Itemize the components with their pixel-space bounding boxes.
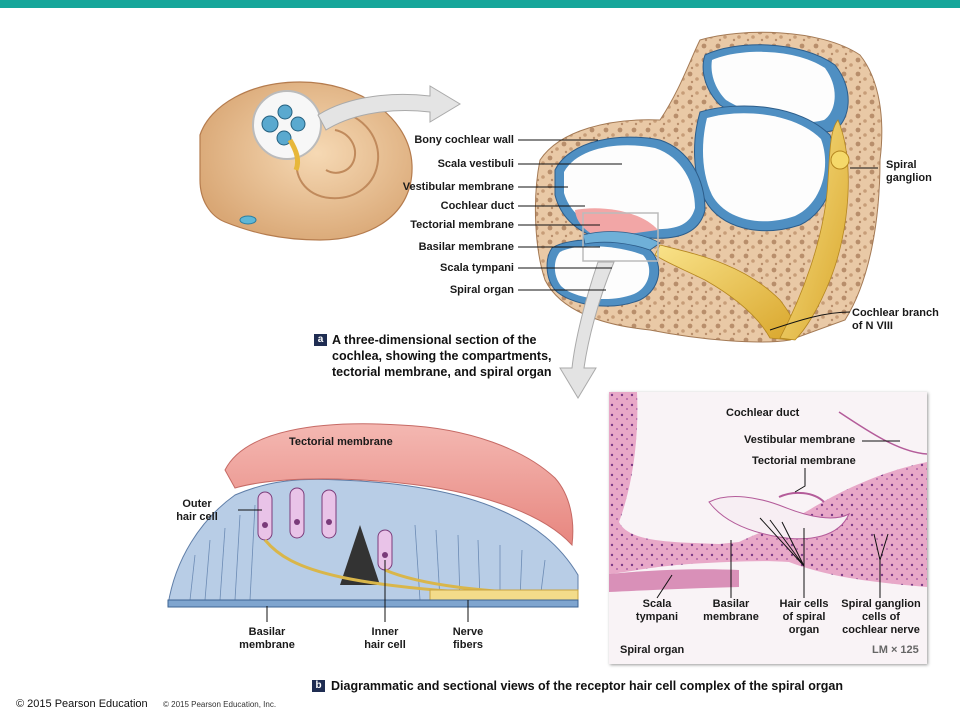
top-accent-bar: [0, 0, 960, 8]
label-cochlear-branch-line1: Cochlear branch: [852, 307, 939, 319]
label-outer-hair-cell-line1: Outer: [182, 498, 212, 510]
label-scala-vestibuli: Scala vestibuli: [437, 158, 514, 170]
panel-a-caption-line3: tectorial membrane, and spiral organ: [332, 365, 552, 379]
label-photo-sg-line2: cells of: [862, 611, 900, 623]
label-photo-spiral-organ: Spiral organ: [620, 644, 685, 656]
label-outer-hair-cell: Outer hair cell: [162, 498, 232, 524]
panel-a-badge: a: [314, 334, 327, 346]
label-nerve-fibers: Nerve fibers: [433, 626, 503, 652]
zoom-box: [582, 212, 659, 262]
leader-lines-b: [238, 509, 469, 622]
panel-a-caption: A three-dimensional section of the cochl…: [332, 332, 552, 380]
label-photo-basilar-membrane: Basilar membrane: [695, 598, 767, 624]
panel-a-caption-line1: A three-dimensional section of the: [332, 333, 537, 347]
copyright-footer: © 2015 Pearson Education: [16, 698, 148, 710]
panel-b-badge: b: [312, 680, 325, 692]
copyright-small: © 2015 Pearson Education, Inc.: [163, 700, 277, 709]
label-scala-tympani: Scala tympani: [440, 262, 514, 274]
label-photo-sg-line3: cochlear nerve: [842, 624, 920, 636]
label-photo-cochlear-duct: Cochlear duct: [726, 407, 800, 419]
leader-lines-a: [518, 139, 878, 331]
panel-a-caption-line2: cochlea, showing the compartments,: [332, 349, 552, 363]
hair-cell-diagram: [167, 423, 579, 608]
label-inner-hair-cell: Inner hair cell: [350, 626, 420, 652]
label-cochlear-branch-line2: of N VIII: [852, 320, 893, 332]
label-photo-scala-tympani: Scala tympani: [622, 598, 692, 624]
label-photo-scala-tympani-line2: tympani: [635, 611, 679, 623]
label-nerve-fibers-line1: Nerve: [452, 626, 484, 638]
zoom-arrow-top: [317, 85, 461, 131]
label-cochlear-duct: Cochlear duct: [440, 200, 514, 212]
label-b-tectorial-membrane: Tectorial membrane: [289, 436, 393, 448]
label-photo-spiral-ganglion-cells: Spiral ganglion cells of cochlear nerve: [836, 598, 926, 637]
label-spiral-ganglion: Spiral ganglion: [886, 159, 932, 185]
label-tectorial-membrane: Tectorial membrane: [410, 219, 514, 231]
label-nerve-fibers-line2: fibers: [453, 639, 483, 651]
label-vestibular-membrane: Vestibular membrane: [402, 181, 514, 193]
label-inner-hair-cell-line2: hair cell: [364, 639, 406, 651]
label-b-basilar-membrane: Basilar membrane: [232, 626, 302, 652]
label-bony-cochlear-wall: Bony cochlear wall: [414, 134, 514, 146]
label-cochlear-branch: Cochlear branch of N VIII: [852, 307, 939, 333]
label-spiral-ganglion-line1: Spiral: [886, 159, 917, 171]
label-b-basilar-line1: Basilar: [248, 626, 286, 638]
label-spiral-organ: Spiral organ: [449, 284, 514, 296]
label-photo-sg-line1: Spiral ganglion: [841, 598, 921, 610]
label-photo-hair-cells-line1: Hair cells: [779, 598, 829, 610]
label-spiral-ganglion-line2: ganglion: [886, 172, 932, 184]
zoom-arrow-down: [559, 261, 615, 399]
label-photo-hair-cells-line3: organ: [788, 624, 820, 636]
label-photo-magnification: LM × 125: [872, 644, 919, 656]
panel-b-caption: Diagrammatic and sectional views of the …: [331, 679, 843, 693]
label-photo-hair-cells: Hair cells of spiral organ: [771, 598, 837, 637]
label-photo-vestibular-membrane: Vestibular membrane: [744, 434, 856, 446]
label-photo-scala-tympani-line1: Scala: [642, 598, 672, 610]
label-photo-basilar-line2: membrane: [703, 611, 759, 623]
label-photo-basilar-line1: Basilar: [712, 598, 750, 610]
label-inner-hair-cell-line1: Inner: [371, 626, 399, 638]
label-outer-hair-cell-line2: hair cell: [176, 511, 218, 523]
label-b-basilar-line2: membrane: [239, 639, 295, 651]
label-photo-tectorial-membrane: Tectorial membrane: [752, 455, 856, 467]
cochlea-shell-overview: [199, 81, 413, 241]
label-photo-hair-cells-line2: of spiral: [782, 611, 826, 623]
label-basilar-membrane: Basilar membrane: [418, 241, 514, 253]
